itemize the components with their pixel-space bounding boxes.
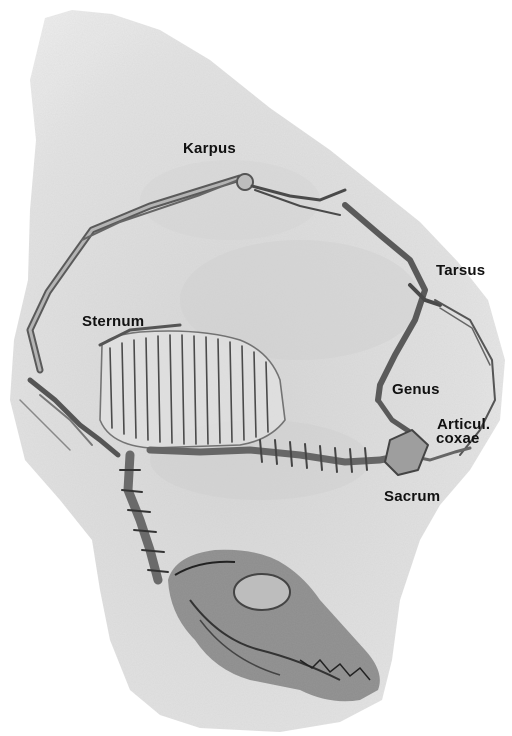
label-sacrum: Sacrum (384, 488, 440, 505)
label-coxae: coxae (436, 430, 480, 447)
label-sternum: Sternum (82, 313, 144, 330)
ribcage (100, 331, 285, 448)
label-genus: Genus (392, 381, 440, 398)
label-tarsus: Tarsus (436, 262, 485, 279)
label-karpus: Karpus (183, 140, 236, 157)
